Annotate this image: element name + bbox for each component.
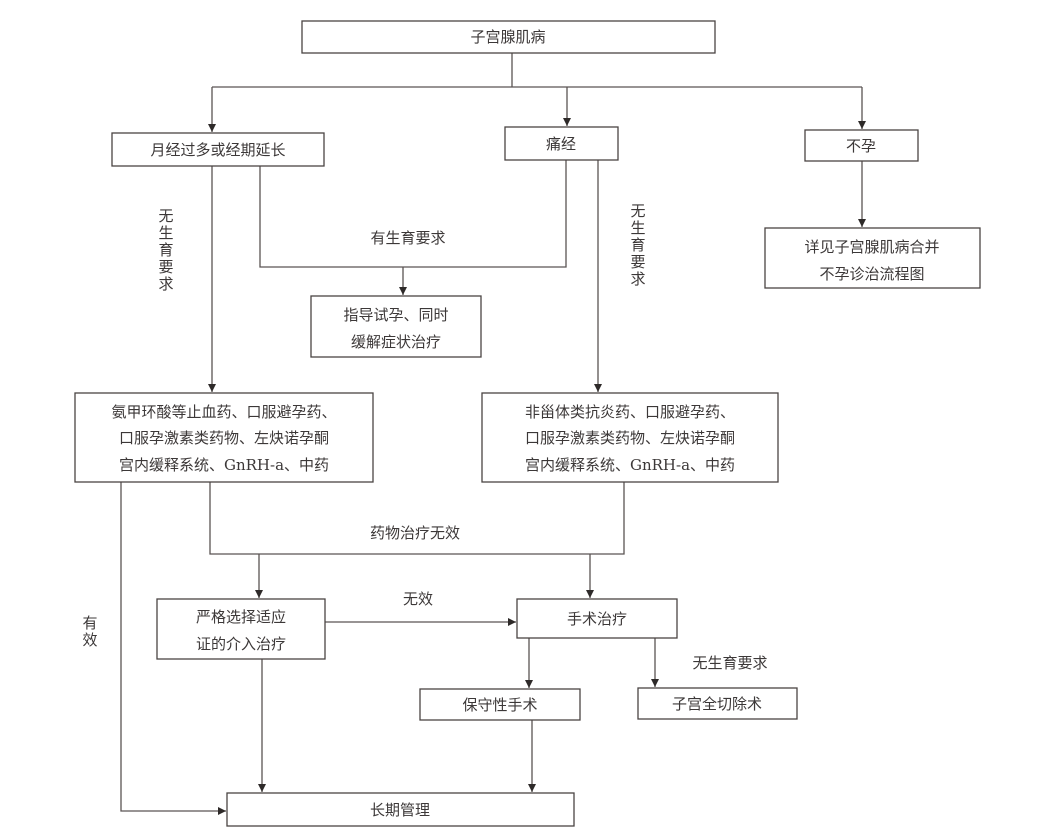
vertical-label-char: 生 — [158, 224, 173, 242]
node-menorrhagia: 月经过多或经期延长 — [111, 132, 325, 167]
node-meds-right-line3: 宫内缓释系统、GnRH-a、中药 — [525, 456, 735, 474]
vertical-label-char: 要 — [630, 253, 645, 271]
node-infertility-ref-line1: 详见子宫腺肌病合并 — [804, 238, 939, 256]
edge-label-has-fertility: 有生育要求 — [370, 229, 445, 247]
edge-menorrhagia-fertility — [259, 160, 567, 268]
vertical-label-char: 要 — [158, 258, 173, 276]
edge-label-no-fertility-right: 无生育要求 — [630, 202, 645, 288]
node-dysmenorrhea-label: 痛经 — [546, 135, 576, 153]
node-meds-left-line3: 宫内缓释系统、GnRH-a、中药 — [119, 456, 329, 474]
node-intervention-line1: 严格选择适应 — [196, 608, 286, 626]
node-root-label: 子宫腺肌病 — [470, 28, 545, 46]
edge-effective-to-longterm — [120, 482, 226, 815]
node-long-term-label: 长期管理 — [370, 801, 430, 819]
node-hysterectomy-label: 子宫全切除术 — [672, 695, 762, 713]
node-meds-left: 氨甲环酸等止血药、口服避孕药、 口服孕激素类药物、左炔诺孕酮 宫内缓释系统、Gn… — [74, 392, 374, 483]
edge-label-effective: 有效 — [82, 614, 97, 649]
node-surgery-label: 手术治疗 — [567, 610, 627, 628]
vertical-label-char: 生 — [630, 219, 645, 237]
node-meds-right: 非甾体类抗炎药、口服避孕药、 口服孕激素类药物、左炔诺孕酮 宫内缓释系统、GnR… — [481, 392, 779, 483]
edge-label-no-fertility-left: 无生育要求 — [158, 207, 173, 293]
node-dysmenorrhea: 痛经 — [504, 126, 619, 161]
node-guide-conception: 指导试孕、同时 缓解症状治疗 — [310, 295, 482, 358]
node-infertility-ref-line2: 不孕诊治流程图 — [819, 265, 924, 283]
edge-label-ineffective: 无效 — [403, 590, 433, 608]
node-surgery: 手术治疗 — [516, 598, 678, 639]
vertical-label-char: 无 — [630, 202, 645, 220]
node-intervention-line2: 证的介入治疗 — [196, 635, 286, 653]
node-root: 子宫腺肌病 — [301, 20, 716, 54]
node-meds-left-line1: 氨甲环酸等止血药、口服避孕药、 — [111, 403, 336, 421]
node-intervention: 严格选择适应 证的介入治疗 — [156, 598, 326, 660]
node-long-term: 长期管理 — [226, 792, 575, 827]
node-meds-left-line2: 口服孕激素类药物、左炔诺孕酮 — [119, 429, 329, 447]
vertical-label-char: 无 — [158, 207, 173, 225]
edge-meds-ineffective — [209, 482, 625, 555]
vertical-label-char: 求 — [158, 275, 173, 293]
vertical-label-char: 育 — [630, 236, 645, 254]
node-conservative-surgery: 保守性手术 — [419, 688, 581, 721]
vertical-label-char: 效 — [82, 631, 97, 649]
connectors — [120, 52, 866, 815]
node-infertility: 不孕 — [804, 129, 919, 162]
node-menorrhagia-label: 月经过多或经期延长 — [150, 141, 285, 159]
node-guide-conception-line2: 缓解症状治疗 — [351, 333, 441, 351]
node-infertility-label: 不孕 — [846, 137, 876, 155]
node-meds-right-line2: 口服孕激素类药物、左炔诺孕酮 — [525, 429, 735, 447]
node-hysterectomy: 子宫全切除术 — [637, 687, 798, 720]
edge-label-no-fertility-surgery: 无生育要求 — [692, 654, 767, 672]
vertical-label-char: 育 — [158, 241, 173, 259]
node-conservative-surgery-label: 保守性手术 — [462, 696, 537, 714]
node-infertility-ref: 详见子宫腺肌病合并 不孕诊治流程图 — [764, 227, 981, 289]
vertical-label-char: 求 — [630, 270, 645, 288]
vertical-label-char: 有 — [82, 614, 97, 632]
edge-label-drug-ineffective: 药物治疗无效 — [370, 524, 460, 542]
node-guide-conception-line1: 指导试孕、同时 — [343, 306, 448, 324]
node-meds-right-line1: 非甾体类抗炎药、口服避孕药、 — [525, 403, 735, 421]
